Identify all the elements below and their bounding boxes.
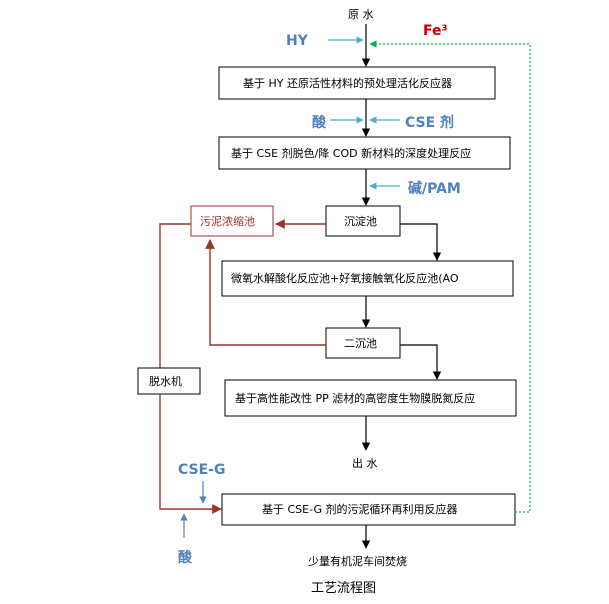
hy-reactor-box (218, 66, 496, 100)
bio-reactor-box (221, 260, 514, 297)
hy-reactor-text: 基于 HY 还原活性材料的预处理活化反应器 (243, 76, 452, 90)
cse-g-reactor-text: 基于 CSE-G 剂的污泥循环再利用反应器 (262, 502, 458, 516)
dewatering-text: 脱水机 (149, 374, 182, 388)
cse-g-reagent-label: CSE-G (178, 462, 225, 478)
water-out-label: 出 水 (352, 456, 378, 470)
final-output-label: 少量有机泥车间焚烧 (308, 554, 407, 568)
sedimentation-box (325, 205, 401, 237)
cse-g-reactor-box (221, 493, 516, 526)
acid-reagent-label-bottom: 酸 (178, 549, 193, 566)
bio-reactor-text: 微氧水解酸化反应池+好氧接触氧化反应池(AO (231, 271, 459, 285)
sedimentation-text: 沉淀池 (344, 214, 377, 228)
fe-recycle-loop (369, 40, 531, 513)
flow-secondary-to-pp (400, 344, 442, 380)
cse-reactor-text: 基于 CSE 剂脱色/降 COD 新材料的深度处理反应 (231, 146, 471, 160)
pp-reactor-text: 基于高性能改性 PP 滤材的高密度生物膜脱氮反应 (235, 391, 475, 405)
fe-reagent-label: Fe³ (423, 23, 448, 39)
cse-reagent-label: CSE 剂 (405, 114, 454, 131)
sludge-thickener-text: 污泥浓缩池 (200, 215, 255, 228)
secondary-sed-text: 二沉池 (344, 337, 377, 350)
cse-reactor-box (218, 136, 511, 170)
sludge-secondary-to-thickener (205, 239, 326, 346)
hy-reagent-label: HY (286, 33, 309, 49)
dewatering-box (137, 367, 201, 395)
sludge-dewatering-to-cse-g (159, 394, 222, 514)
flow-sed-to-bio (400, 223, 442, 261)
sludge-thickener-box (190, 205, 274, 237)
secondary-sed-box (325, 327, 401, 359)
figure-caption: 工艺流程图 (311, 581, 376, 596)
acid-reagent-label-top: 酸 (312, 114, 327, 131)
alkali-pam-label: 碱/PAM (408, 180, 461, 197)
sludge-thickener-to-dewatering (159, 223, 191, 368)
pp-reactor-box (224, 379, 517, 417)
raw-water-label: 原 水 (348, 8, 374, 21)
